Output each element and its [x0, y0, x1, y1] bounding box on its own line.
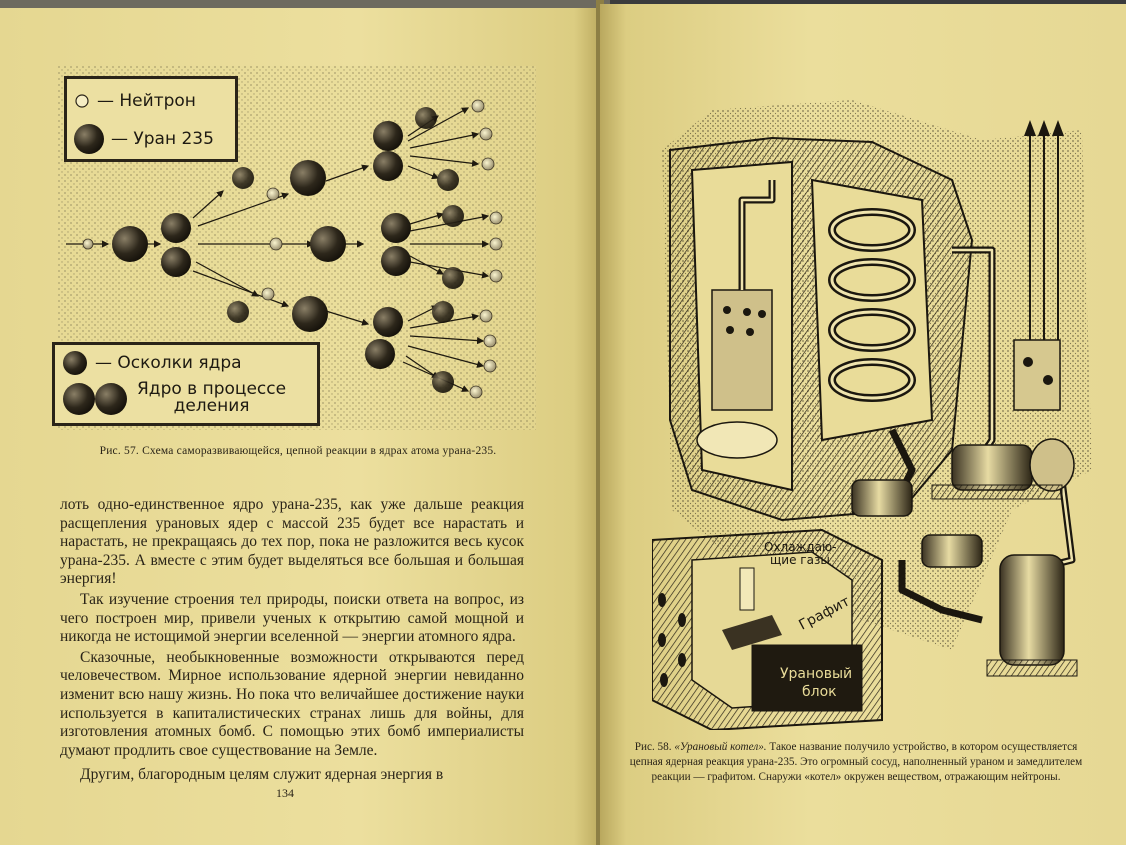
legend-fragments-label: — Осколки ядра	[95, 353, 242, 373]
label-uranium-block-1: Урановый	[780, 666, 852, 682]
legend-bottom: — Осколки ядра Ядро в процессе деления	[52, 342, 320, 426]
legend-fragments: — Осколки ядра	[61, 349, 242, 377]
nucleus-fragments	[227, 107, 464, 393]
reactor-illustration: Охлаждаю- щие газы Графит Урановый блок	[651, 100, 1092, 732]
left-page-body: лоть одно-единственное ядро урана-235, к…	[60, 496, 524, 785]
second-pump	[921, 534, 983, 568]
uranium-nuclei	[112, 160, 346, 332]
uranium-nucleus-icon	[74, 124, 104, 154]
figure-58-caption-text: Такое название получило устройство, в ко…	[629, 741, 1083, 783]
figure-58-caption-prefix: Рис. 58.	[634, 741, 675, 753]
legend-top: — Нейтрон — Уран 235	[64, 76, 238, 162]
figure-58-caption: Рис. 58. «Урановый котел». Такое названи…	[628, 740, 1084, 785]
legend-fission-label-2: деления	[173, 396, 250, 416]
legend-neutron: — Нейтрон	[73, 91, 196, 111]
pump	[851, 479, 913, 517]
exhaust-lines	[1029, 130, 1059, 350]
page-number: 134	[276, 786, 294, 800]
paragraph-4: Другим, благородным целям служит ядерная…	[80, 766, 444, 784]
fission-nucleus-icon	[63, 383, 127, 415]
figure-58-caption-title: «Урановый котел».	[674, 741, 767, 753]
control-panel	[1013, 339, 1061, 411]
neutrons	[82, 99, 503, 399]
fragment-icon	[63, 351, 87, 375]
label-cooling-gases-2: щие газы	[770, 553, 830, 567]
paragraph-2: Так изучение строения тел природы, поиск…	[60, 590, 524, 646]
label-cooling-gases-1: Охлаждаю-	[764, 540, 836, 554]
legend-uranium: — Уран 235	[73, 123, 214, 155]
figure-58-uranium-reactor: Охлаждаю- щие газы Графит Урановый блок	[651, 90, 1102, 732]
legend-neutron-label: — Нейтрон	[97, 91, 196, 111]
legend-fission-label-1: Ядро в процессе	[137, 379, 287, 399]
paragraph-3: Сказочные, необыкновенные возможности от…	[60, 648, 524, 759]
block-holes	[723, 306, 766, 336]
graphite-inset	[651, 528, 883, 732]
label-uranium-block-2: блок	[802, 684, 837, 700]
figure-57-chain-reaction: — Нейтрон — Уран 235 — Осколки ядра Ядро…	[52, 66, 536, 430]
legend-uranium-label: — Уран 235	[111, 129, 214, 149]
coil-highlight	[830, 210, 914, 400]
legend-fission: Ядро в процессе деления	[61, 381, 286, 417]
figure-57-caption: Рис. 57. Схема саморазвивающейся, цепной…	[99, 445, 497, 457]
neutron-symbol-icon	[75, 94, 89, 108]
paragraph-1: лоть одно-единственное ядро урана-235, к…	[60, 496, 524, 588]
uranium-block-cutaway	[711, 289, 773, 411]
turbine-generator	[931, 438, 1075, 500]
fissioning-nuclei	[161, 121, 411, 369]
exhaust-arrows	[1024, 120, 1064, 136]
storage-tank	[986, 554, 1078, 677]
